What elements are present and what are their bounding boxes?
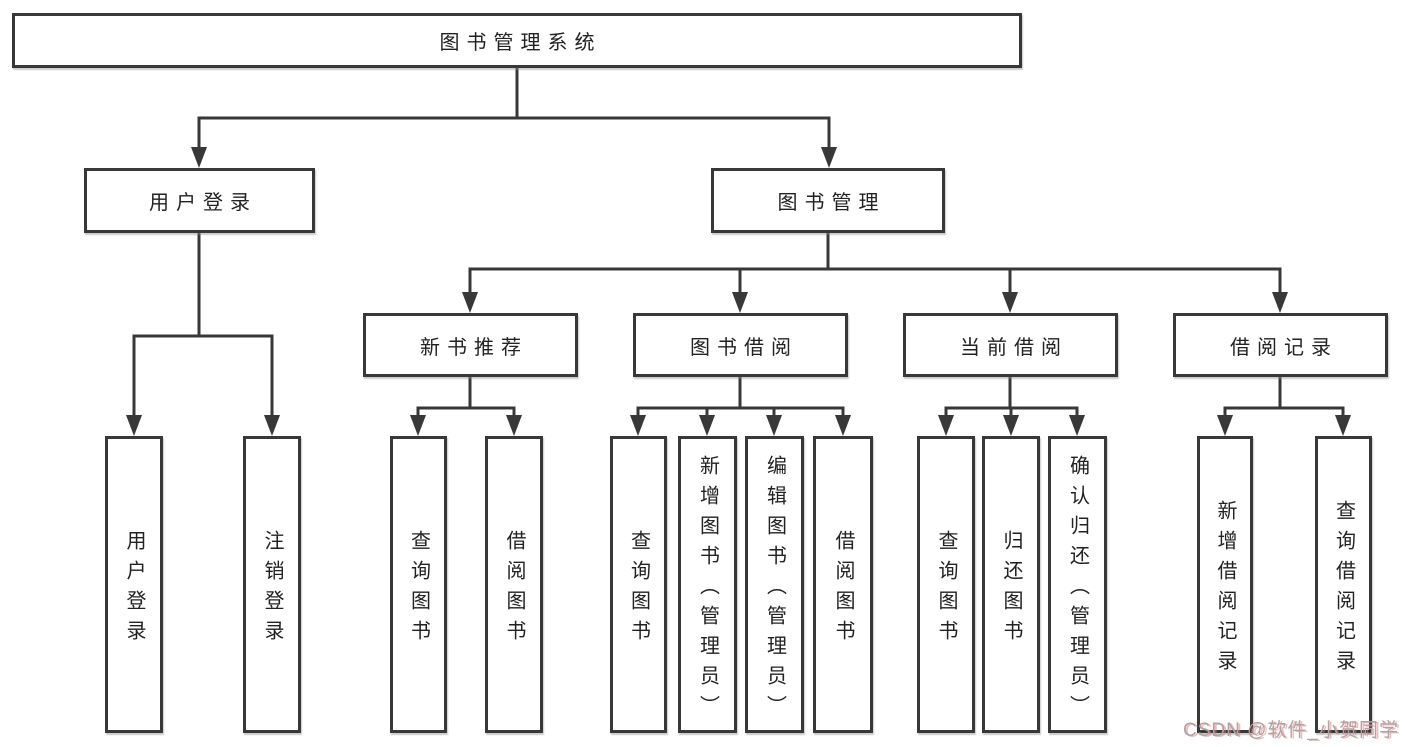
node-label: 用户登录: [149, 192, 257, 214]
leaf-borrow-books-recommend: 借阅图书: [485, 436, 543, 733]
leaf-label: 归还图书: [1000, 529, 1022, 650]
node-label: 当前借阅: [960, 336, 1068, 359]
connector-newbookrec-to-leaves: [416, 377, 516, 420]
node-label: 借阅记录: [1230, 336, 1338, 359]
leaf-label: 编辑图书（管理员）: [763, 454, 786, 725]
leaf-label: 确认归还（管理员）: [1066, 454, 1089, 725]
connector-bookborrow-to-leaves: [636, 377, 845, 420]
connector-userlogin-to-leaves: [132, 233, 274, 417]
node-user-login: 用户登录: [84, 168, 315, 233]
node-book-borrowing: 图书借阅: [633, 313, 848, 377]
leaf-query-books-borrowing: 查询图书: [610, 436, 667, 733]
node-label: 图书借阅: [690, 336, 798, 359]
leaf-new-borrow-record: 新增借阅记录: [1197, 436, 1253, 733]
leaf-label: 注销登录: [261, 529, 283, 650]
leaf-label: 查询图书: [407, 529, 430, 650]
leaf-return-books: 归还图书: [982, 436, 1040, 733]
csdn-watermark: CSDN @软件_小贺同学: [1183, 720, 1399, 741]
node-new-book-recommendation: 新书推荐: [363, 313, 578, 377]
leaf-label: 借阅图书: [832, 529, 854, 650]
leaf-user-login: 用户登录: [105, 436, 163, 733]
leaf-label: 查询图书: [627, 529, 650, 650]
node-label: 图书管理系统: [439, 32, 602, 54]
connector-root-to-level2: [197, 68, 831, 150]
leaf-label: 新增借阅记录: [1214, 499, 1236, 680]
leaf-query-books-current: 查询图书: [917, 436, 975, 733]
node-borrowing-records: 借阅记录: [1173, 313, 1388, 377]
leaf-label: 用户登录: [123, 529, 145, 650]
leaf-query-books-recommend: 查询图书: [390, 436, 447, 733]
leaf-label: 查询图书: [935, 529, 957, 650]
node-current-borrowing: 当前借阅: [903, 313, 1118, 377]
connector-bookmgmt-to-level3: [468, 233, 1282, 294]
connector-currentborrow-to-leaves: [944, 377, 1079, 420]
leaf-confirm-return-admin: 确认归还（管理员）: [1048, 436, 1107, 733]
leaf-query-borrow-record: 查询借阅记录: [1315, 436, 1372, 733]
node-label: 新书推荐: [420, 336, 528, 359]
leaf-label: 借阅图书: [503, 529, 525, 650]
leaf-edit-book-admin: 编辑图书（管理员）: [745, 436, 804, 733]
leaf-label: 新增图书（管理员）: [696, 454, 719, 725]
connector-borrowrecords-to-leaves: [1223, 377, 1345, 420]
leaf-label: 查询借阅记录: [1332, 499, 1355, 680]
leaf-add-book-admin: 新增图书（管理员）: [678, 436, 737, 733]
leaf-logout: 注销登录: [243, 436, 301, 733]
node-book-management: 图书管理: [711, 168, 945, 233]
node-library-management-system: 图书管理系统: [12, 13, 1022, 68]
node-label: 图书管理: [777, 192, 886, 214]
arrowheads: [126, 147, 1351, 436]
leaf-borrow-books-borrowing: 借阅图书: [813, 436, 873, 733]
